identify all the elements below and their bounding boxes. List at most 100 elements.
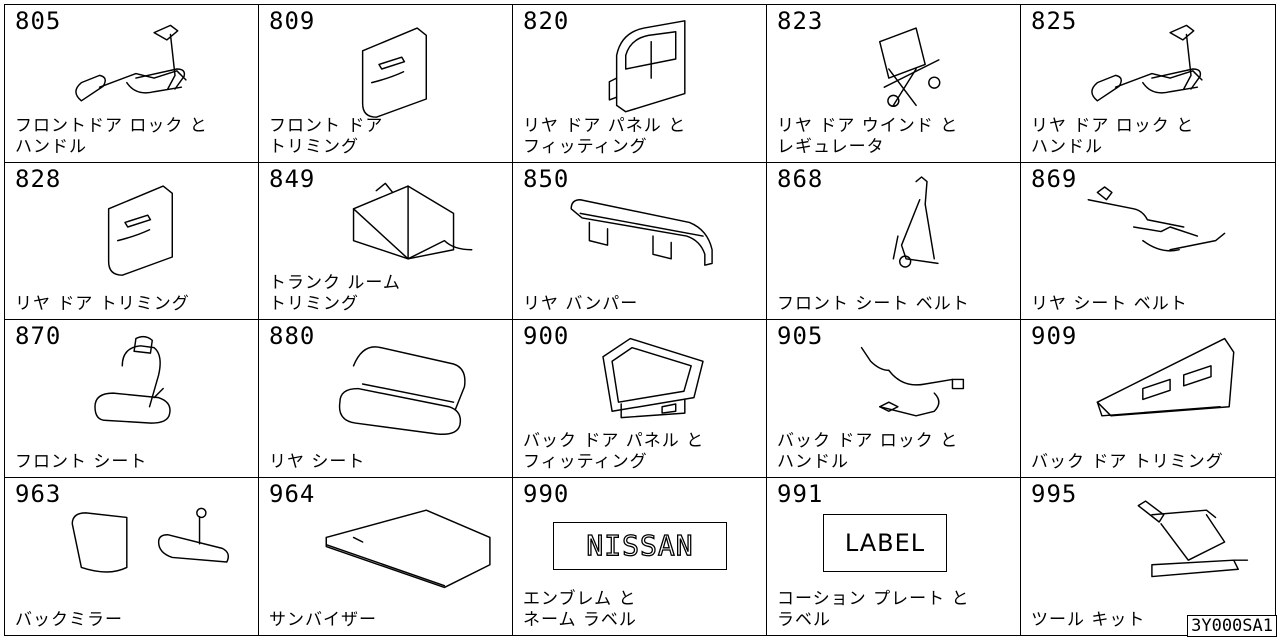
part-label-line1: リヤ シート <box>269 451 366 472</box>
part-label: バック ドア ロック とハンドル <box>777 431 958 473</box>
badge-text: NISSAN <box>586 528 694 562</box>
door-trim-panel-icon <box>299 9 499 129</box>
part-code: 995 <box>1031 479 1078 508</box>
part-label-line2: レギュレータ <box>777 136 885 157</box>
part-code: 900 <box>523 322 570 350</box>
part-label-line1: バック ドア トリミング <box>1031 451 1224 472</box>
part-label: フロントドア ロック とハンドル <box>15 116 208 158</box>
part-cell-805[interactable]: 805 フロントドア ロック とハンドル <box>5 5 259 163</box>
front-seat-icon <box>45 324 245 444</box>
part-code: 823 <box>777 7 824 35</box>
part-label: バックミラー <box>15 610 123 631</box>
part-label-line2: フィッティング <box>523 136 648 157</box>
part-label: リヤ ドア トリミング <box>15 294 190 315</box>
part-label-line2: フィッティング <box>523 451 648 472</box>
nissan-emblem-badge: NISSAN <box>553 521 727 570</box>
part-cell-849[interactable]: 849 トランク ルームトリミング <box>259 162 513 320</box>
part-label-line1: リヤ バンパー <box>523 294 639 314</box>
back-door-trim-icon <box>1061 324 1261 444</box>
part-label-line2: ネーム ラベル <box>523 610 637 630</box>
part-cell-995[interactable]: 995 ツール キット <box>1021 477 1275 635</box>
part-label: トランク ルームトリミング <box>269 273 401 315</box>
part-label-line1: トランク ルーム <box>269 273 401 293</box>
part-label: リヤ ドア パネル とフィッティング <box>523 116 686 158</box>
part-code: 964 <box>269 479 316 508</box>
part-code: 828 <box>15 164 62 193</box>
part-label: リヤ バンパー <box>523 294 638 315</box>
part-label: リヤ シート ベルト <box>1031 294 1188 315</box>
part-code: 849 <box>269 164 316 193</box>
part-label-line1: リヤ シート ベルト <box>1031 294 1188 314</box>
part-code: 805 <box>15 7 62 35</box>
part-label: フロント シート ベルト <box>777 294 970 315</box>
part-label-line1: バックミラー <box>15 610 123 630</box>
back-door-lock-icon <box>807 324 1007 444</box>
part-label-line1: フロント シート ベルト <box>777 294 970 314</box>
part-cell-823[interactable]: 823 リヤ ドア ウインド とレギュレータ <box>767 5 1021 163</box>
back-door-panel-icon <box>553 324 753 444</box>
part-label-line1: ツール キット <box>1031 610 1146 630</box>
part-cell-868[interactable]: 868 フロント シート ベルト <box>767 162 1021 320</box>
door-trim-panel-icon <box>45 167 245 287</box>
part-code: 870 <box>15 322 62 350</box>
part-code: 809 <box>269 7 316 35</box>
part-cell-850[interactable]: 850 リヤ バンパー <box>513 162 767 320</box>
part-code: 963 <box>15 479 62 508</box>
part-cell-828[interactable]: 828 リヤ ドア トリミング <box>5 162 259 320</box>
part-label-line1: リヤ ドア ロック と <box>1031 115 1195 136</box>
part-code: 825 <box>1031 7 1078 35</box>
part-code: 850 <box>523 164 570 193</box>
part-code: 909 <box>1031 322 1078 350</box>
part-label: エンブレム とネーム ラベル <box>523 589 637 631</box>
rear-seat-icon <box>299 324 499 444</box>
label-plate-badge: LABEL <box>823 513 947 572</box>
door-panel-icon <box>553 9 753 129</box>
part-label-line1: フロントドア ロック と <box>15 115 208 136</box>
bumper-icon <box>553 167 753 287</box>
part-cell-825[interactable]: 825 リヤ ドア ロック とハンドル <box>1021 5 1275 163</box>
part-label: リヤ ドア ロック とハンドル <box>1031 116 1194 158</box>
part-cell-870[interactable]: 870 フロント シート <box>5 320 259 478</box>
door-lock-handle-icon <box>45 9 245 129</box>
part-label-line2: トリミング <box>269 294 359 314</box>
part-code: 905 <box>777 322 824 350</box>
window-regulator-icon <box>807 9 1007 129</box>
part-label: リヤ ドア ウインド とレギュレータ <box>777 116 958 158</box>
part-label-line1: フロント シート <box>15 451 148 472</box>
jack-icon <box>1061 482 1261 602</box>
part-label-line1: サンバイザー <box>269 610 377 630</box>
part-cell-809[interactable]: 809 フロント ドアトリミング <box>259 5 513 163</box>
part-cell-963[interactable]: 963 バックミラー <box>5 477 259 635</box>
part-code: 991 <box>777 479 824 508</box>
part-label: コーション プレート とラベル <box>777 589 969 631</box>
part-cell-964[interactable]: 964 サンバイザー <box>259 477 513 635</box>
part-cell-900[interactable]: 900 バック ドア パネル とフィッティング <box>513 320 767 478</box>
part-label-line2: トリミング <box>269 136 359 157</box>
part-label-line1: フロント ドア <box>269 115 384 136</box>
part-code: 868 <box>777 164 824 193</box>
part-label-line2: ハンドル <box>15 136 87 157</box>
trunk-trim-icon <box>299 167 499 287</box>
part-label-line1: リヤ ドア パネル と <box>523 115 687 136</box>
part-label-line1: コーション プレート と <box>777 589 970 609</box>
rear-seat-belt-icon <box>1061 167 1261 287</box>
seat-belt-icon <box>807 167 1007 287</box>
sun-visor-icon <box>299 482 499 602</box>
part-label-line1: バック ドア パネル と <box>523 430 705 451</box>
door-lock-handle-icon <box>1061 9 1261 129</box>
part-label-line2: ハンドル <box>1031 136 1103 157</box>
part-label-line1: リヤ ドア ウインド と <box>777 115 959 136</box>
part-cell-909[interactable]: 909 バック ドア トリミング <box>1021 320 1275 478</box>
part-label-line1: エンブレム と <box>523 589 637 609</box>
mirror-icon <box>45 482 245 602</box>
part-label-line1: リヤ ドア トリミング <box>15 294 190 314</box>
part-label: サンバイザー <box>269 610 377 631</box>
part-label: バック ドア トリミング <box>1031 452 1224 473</box>
part-cell-905[interactable]: 905 バック ドア ロック とハンドル <box>767 320 1021 478</box>
